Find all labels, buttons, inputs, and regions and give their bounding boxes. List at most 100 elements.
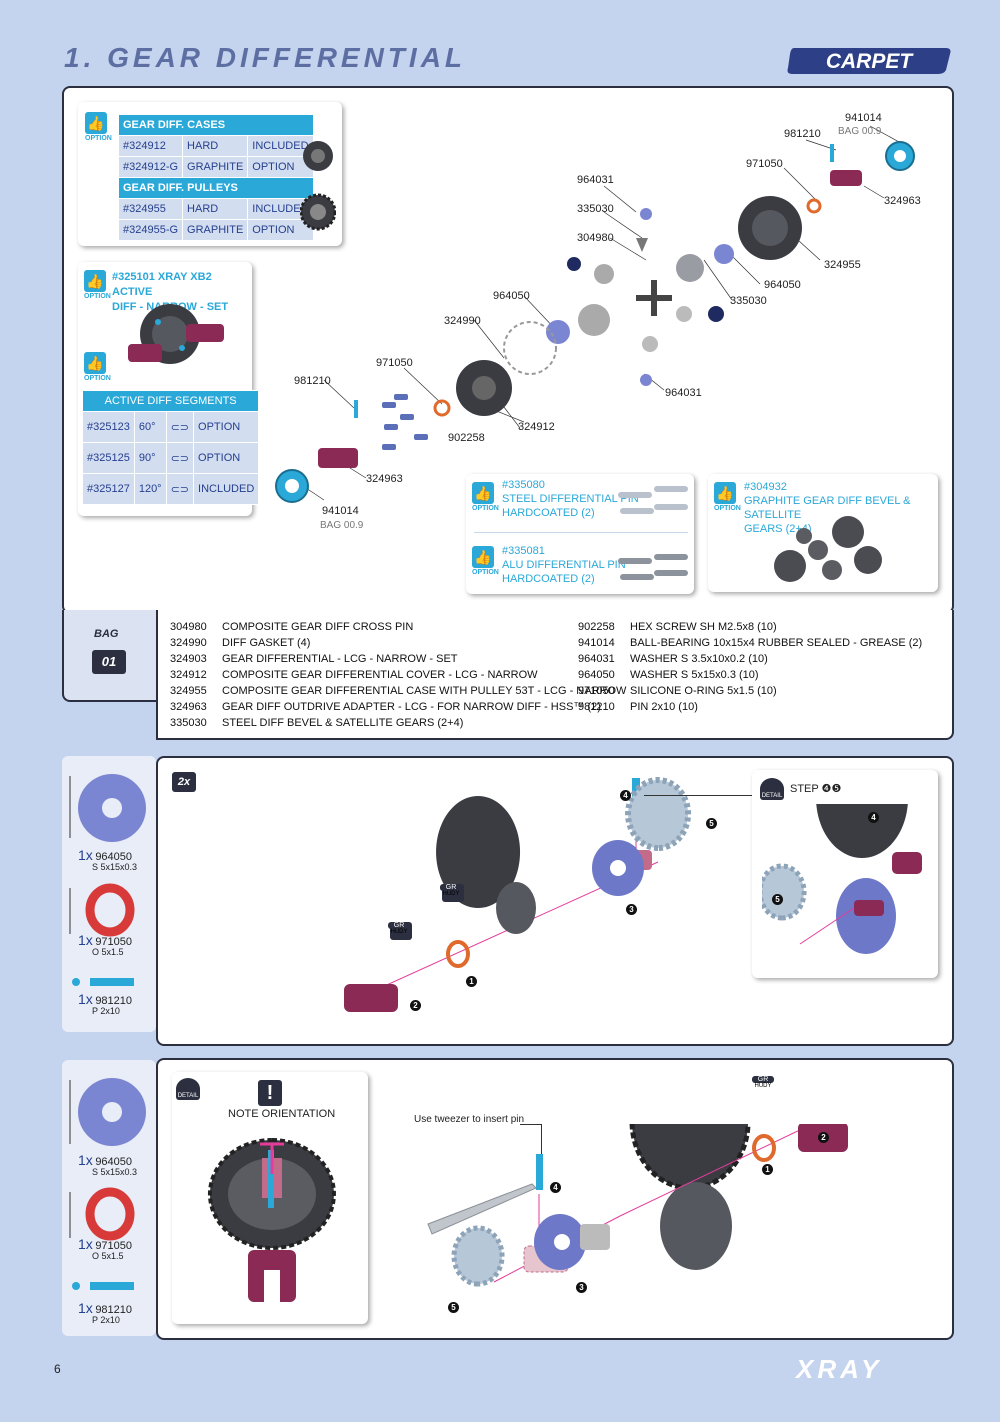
option-badge: 👍 OPTION [714,482,741,512]
multiplier-badge: 2x [172,772,196,792]
label-971050: 971050 [376,357,413,369]
step-marker-5: 5 [772,894,783,905]
step-marker-2: 2 [410,1000,421,1011]
step-marker-1: 1 [466,976,477,987]
alu-pin-image [618,554,688,580]
steel-pin-image [618,486,688,514]
step-marker-2: 2 [818,1132,829,1143]
label-941014: 941014 [322,505,359,517]
step-marker-3: 3 [576,1282,587,1293]
hudy-grease-icon: GR HUDY [440,884,462,902]
tweezer-note: Use tweezer to insert pin [414,1114,525,1125]
note-orientation-box: DETAIL ! NOTE ORIENTATION [172,1072,368,1324]
hudy-grease-icon: GR HUDY [752,1076,774,1094]
segment-icon: ⊂⊃ [170,483,190,496]
option-badge: 👍 OPTION [472,546,499,576]
page-title: 1. GEAR DIFFERENTIAL [64,42,467,73]
label-971050: 971050 [746,158,783,170]
label-335030: 335030 [577,203,614,215]
step-marker-4: 4 [868,812,879,823]
label-324955: 324955 [824,259,861,271]
magnifier-detail-icon: DETAIL [176,1078,200,1100]
label-324990: 324990 [444,315,481,327]
segment-icon: ⊂⊃ [170,452,190,465]
pin-option-a-qty: HARDCOATED (2) [502,507,595,519]
label-941014: 941014 [845,112,882,124]
bevel-gears-image [774,516,882,582]
bevel-option-box: 👍 OPTION #304932 GRAPHITE GEAR DIFF BEVE… [708,474,938,592]
active-diff-line1: #325101 XRAY XB2 ACTIVE [112,271,212,298]
parts-list-panel [156,610,954,740]
carpet-text: CARPET [826,50,915,73]
note-title: NOTE ORIENTATION [228,1108,336,1120]
exploded-diagram [275,125,915,503]
pin-option-b-name: ALU DIFFERENTIAL PIN [502,559,626,571]
label-964050: 964050 [493,290,530,302]
label-324963: 324963 [884,195,921,207]
segment-icon: ⊂⊃ [170,421,190,434]
label-324963: 324963 [366,473,403,485]
xray-logo: XRAY [796,1354,883,1384]
step-marker-4: 4 [550,1182,561,1193]
step-marker-5: 5 [448,1302,459,1313]
pin-option-b-code: #335081 [502,545,545,557]
bevel-option-name: GRAPHITE GEAR DIFF BEVEL & SATELLITE [744,495,911,521]
step2-part-images [69,1078,146,1290]
option-badge: 👍 OPTION [84,352,111,382]
thumbs-up-icon: 👍 [84,352,106,374]
active-diff-image [128,304,224,364]
step1-part-images [69,774,146,986]
label-981210: 981210 [784,128,821,140]
bag-label: BAG [94,628,119,640]
pin-option-a-name: STEEL DIFFERENTIAL PIN [502,493,639,505]
detail-diagram [762,804,922,954]
magnifier-detail-icon: DETAIL [760,778,784,800]
step1-diagram [344,777,692,1012]
hudy-grease-icon: GR HUDY [388,922,410,940]
bevel-option-qty: GEARS (2+4) [744,523,812,535]
label-902258: 902258 [448,432,485,444]
bevel-option-code: #304932 [744,481,787,493]
thumbs-up-icon: 👍 [472,546,494,568]
label-324912: 324912 [518,421,555,433]
step-marker-3: 3 [626,904,637,915]
pin-options-box: 👍 OPTION #335080 STEEL DIFFERENTIAL PIN … [466,474,694,594]
thumbs-up-icon: 👍 [472,482,494,504]
bag-label: BAG 00.9 [838,126,882,137]
step-marker-1: 1 [762,1164,773,1175]
carpet-badge: CARPET [787,48,951,74]
label-964050: 964050 [764,279,801,291]
thumbs-up-icon: 👍 [85,112,107,134]
note-diagram [207,1138,336,1302]
bag-number: 01 [92,650,126,674]
page-number: 6 [54,1362,61,1376]
label-981210: 981210 [294,375,331,387]
label-964031: 964031 [665,387,702,399]
label-304980: 304980 [577,232,614,244]
thumbs-up-icon: 👍 [84,270,106,292]
step2-diagram [427,1124,848,1287]
diff-case-images [300,141,336,231]
detail-title: STEP ❹❺ [790,783,842,795]
